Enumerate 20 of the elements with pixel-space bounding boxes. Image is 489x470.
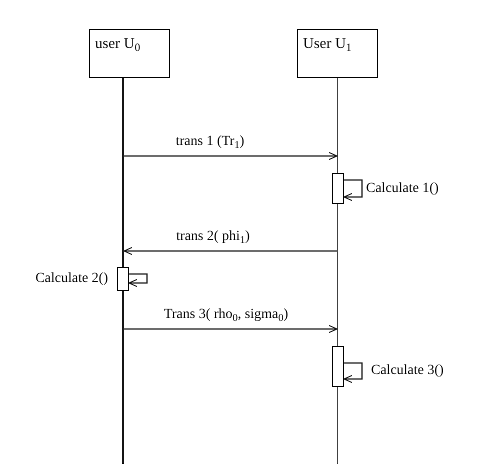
activation-bar (117, 267, 129, 291)
self-call-arrow (128, 273, 148, 287)
self-call-arrow (344, 362, 363, 383)
message-arrow (124, 325, 338, 333)
call-label: Calculate 3() (371, 362, 444, 380)
activation-bar (332, 346, 344, 387)
message-arrow (124, 247, 337, 255)
participant-name: user U$_{0}$ (95, 35, 140, 53)
self-call-arrow (344, 179, 363, 201)
call-label: Calculate 2() (35, 270, 108, 288)
message-label: trans 1 (Tr$_{1}$) (176, 133, 244, 151)
message-arrow (124, 152, 338, 160)
message-label: Trans 3( rho$_{0}$, sigma$_{0}$) (164, 306, 288, 324)
participant-box (297, 29, 378, 78)
participant-name: User U$_{1}$ (303, 35, 352, 53)
lifeline (122, 78, 124, 464)
activation-bar (332, 173, 344, 204)
call-label: Calculate 1() (366, 180, 439, 198)
message-label: trans 2( phi$_{1}$) (176, 228, 250, 246)
participant-box (89, 29, 170, 78)
